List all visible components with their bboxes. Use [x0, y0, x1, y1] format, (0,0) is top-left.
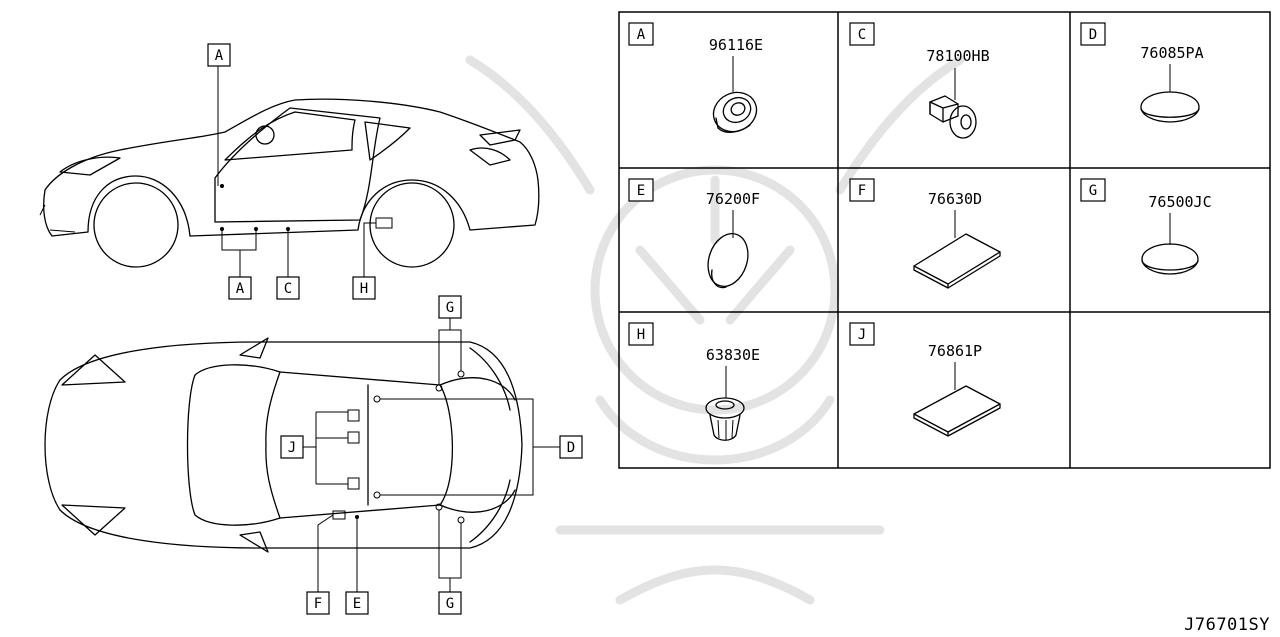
- callout-g-top: G: [446, 300, 454, 316]
- callout-a-top: A: [215, 48, 224, 64]
- car-side-view: [39, 66, 540, 278]
- push-clip-icon: [705, 397, 745, 441]
- part-cell-f: F 76630D: [849, 178, 1001, 289]
- part-number: 76500JC: [1148, 193, 1211, 211]
- part-cell-c: C 78100HB: [849, 22, 990, 139]
- cell-code: E: [637, 183, 645, 199]
- side-callouts: A A C H: [207, 43, 376, 300]
- part-number: 76630D: [928, 190, 982, 208]
- cell-code: C: [858, 27, 866, 43]
- grommet-icon: [712, 91, 758, 133]
- clip-icon: [929, 95, 977, 139]
- car-top-view: [44, 318, 560, 592]
- callout-g-bottom: G: [446, 596, 454, 612]
- part-cell-j: J 76861P: [849, 322, 1001, 437]
- cell-code: A: [637, 27, 646, 43]
- callout-h: H: [360, 281, 368, 297]
- callout-j: J: [288, 440, 296, 456]
- parts-table: [618, 11, 1271, 469]
- part-number: 76085PA: [1140, 44, 1203, 62]
- part-number: 63830E: [706, 346, 760, 364]
- top-callouts: G J D F E G: [280, 295, 583, 615]
- callout-e: E: [353, 596, 361, 612]
- cell-code: G: [1089, 183, 1097, 199]
- cell-code: F: [858, 183, 866, 199]
- callout-a-bottom: A: [236, 281, 245, 297]
- part-cell-h: H 63830E: [628, 322, 760, 441]
- seal-pad-icon: [913, 385, 1001, 437]
- round-plug-icon: [1141, 243, 1199, 275]
- round-plug-icon: [707, 233, 749, 289]
- cell-code: D: [1089, 27, 1097, 43]
- watermark-emblem: [465, 55, 965, 605]
- part-number: 76861P: [928, 342, 982, 360]
- part-number: 96116E: [709, 36, 763, 54]
- round-plug-icon: [1140, 91, 1200, 123]
- callout-f: F: [314, 596, 322, 612]
- seal-pad-icon: [913, 233, 1001, 289]
- part-number: 76200F: [706, 190, 760, 208]
- callout-c: C: [284, 281, 292, 297]
- cell-code: H: [637, 327, 645, 343]
- part-cell-g: G 76500JC: [1080, 178, 1212, 275]
- callout-d: D: [567, 440, 575, 456]
- part-number: 78100HB: [926, 47, 989, 65]
- part-cell-a: A 96116E: [628, 22, 763, 133]
- part-cell-e: E 76200F: [628, 178, 760, 289]
- cell-code: J: [858, 327, 866, 343]
- diagram-id: J76701SY: [1184, 615, 1270, 635]
- part-cell-d: D 76085PA: [1080, 22, 1204, 123]
